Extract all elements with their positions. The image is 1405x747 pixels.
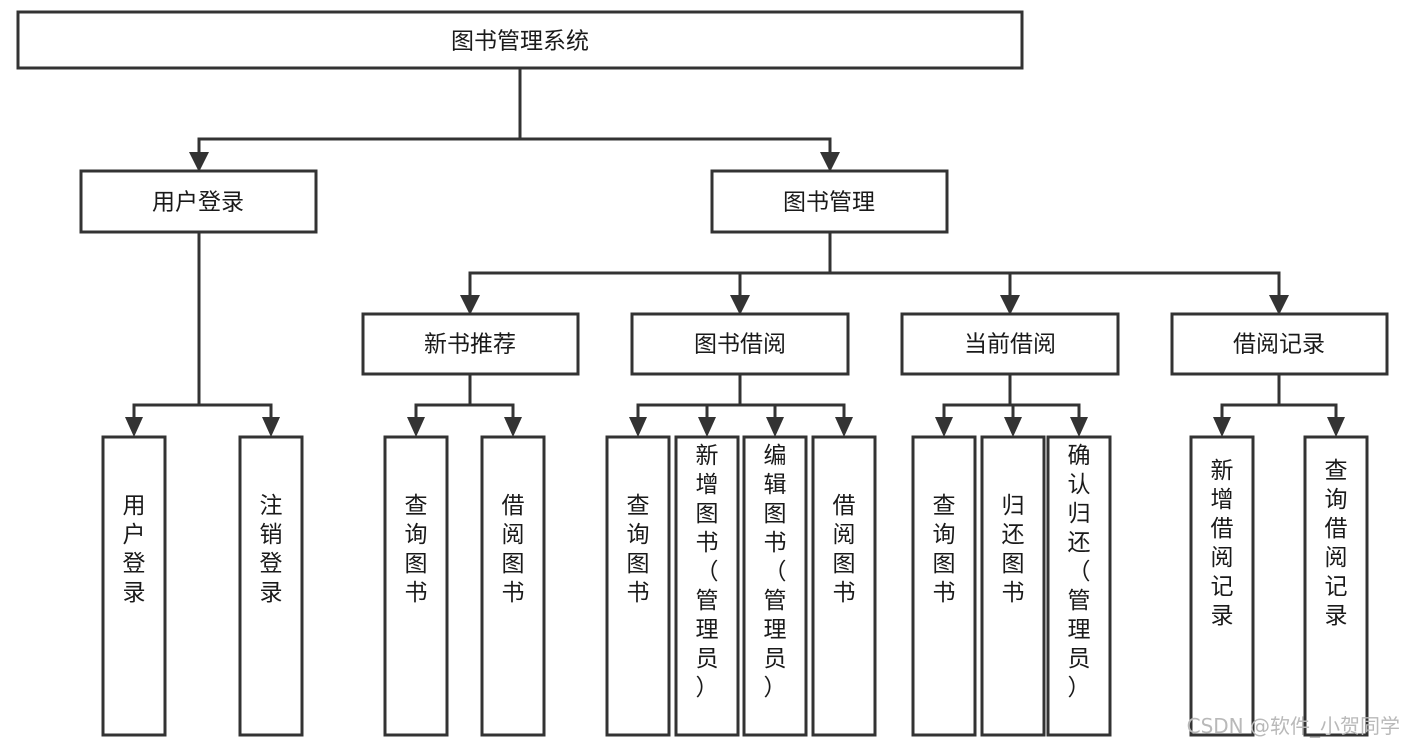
node-book-manage-label: 图书管理: [783, 190, 875, 216]
node-borrow-record[interactable]: 借阅记录: [1170, 312, 1389, 376]
node-root[interactable]: 图书管理系统: [16, 10, 1024, 70]
node-leaf-borrow-book-1[interactable]: 借阅图书: [480, 435, 546, 737]
node-leaf-query-book-1[interactable]: 查询图书: [383, 435, 449, 737]
arrow-to-borrow-record-icon: [1269, 295, 1289, 315]
node-leaf-user-login[interactable]: 用户登录: [101, 435, 167, 737]
node-leaf-confirm-return[interactable]: 确认归还（管理员）: [1046, 435, 1112, 737]
node-leaf-borrow-book-2[interactable]: 借阅图书: [811, 435, 877, 737]
node-leaf-borrow-book-2-box[interactable]: [811, 435, 877, 737]
arrow-leaf-borrow-book-2-icon: [835, 417, 853, 437]
node-leaf-query-book-1-label: 查询图书: [405, 493, 428, 606]
arrow-leaf-return-book-icon: [1004, 417, 1022, 437]
node-new-book-rec[interactable]: 新书推荐: [361, 312, 580, 376]
node-book-manage-box[interactable]: [710, 169, 949, 234]
node-user-login-label: 用户登录: [152, 190, 244, 216]
arrow-leaf-user-login-icon: [125, 417, 143, 437]
node-leaf-query-book-2-label: 查询图书: [627, 493, 650, 606]
arrow-leaf-query-book-3-icon: [935, 417, 953, 437]
node-user-login[interactable]: 用户登录: [79, 169, 318, 234]
node-borrow-record-label: 借阅记录: [1233, 332, 1325, 358]
node-leaf-query-book-2-box[interactable]: [605, 435, 671, 737]
node-leaf-logout-label: 注销登录: [260, 493, 283, 606]
node-leaf-edit-book-label: 编辑图书（管理员）: [764, 443, 787, 701]
node-leaf-borrow-book-1-box[interactable]: [480, 435, 546, 737]
node-leaf-query-record[interactable]: 查询借阅记录: [1303, 435, 1369, 737]
node-borrow-record-box[interactable]: [1170, 312, 1389, 376]
arrow-to-book-borrow-icon: [730, 295, 750, 315]
node-leaf-query-record-label: 查询借阅记录: [1325, 458, 1348, 629]
arrow-leaf-borrow-book-1-icon: [504, 417, 522, 437]
arrow-to-user-login-icon: [189, 152, 209, 172]
node-leaf-query-book-2[interactable]: 查询图书: [605, 435, 671, 737]
node-leaf-user-login-label: 用户登录: [123, 493, 146, 606]
arrow-to-current-borrow-icon: [1000, 295, 1020, 315]
node-leaf-query-book-3-label: 查询图书: [933, 493, 956, 606]
arrow-leaf-add-book-icon: [698, 417, 716, 437]
arrow-leaf-edit-book-icon: [766, 417, 784, 437]
arrow-leaf-query-book-2-icon: [629, 417, 647, 437]
node-current-borrow-label: 当前借阅: [964, 332, 1056, 358]
node-book-borrow[interactable]: 图书借阅: [630, 312, 850, 376]
node-leaf-query-record-box[interactable]: [1303, 435, 1369, 737]
node-leaf-borrow-book-1-label: 借阅图书: [502, 493, 525, 606]
node-leaf-add-record-box[interactable]: [1189, 435, 1255, 737]
arrow-to-book-manage-icon: [820, 152, 840, 172]
node-leaf-return-book-label: 归还图书: [1002, 493, 1025, 606]
watermark-label: CSDN @软件_小贺同学: [1187, 714, 1400, 738]
node-leaf-add-book[interactable]: 新增图书（管理员）: [674, 435, 740, 737]
arrow-leaf-logout-icon: [262, 417, 280, 437]
node-leaf-add-record-label: 新增借阅记录: [1211, 458, 1234, 629]
node-new-book-rec-label: 新书推荐: [424, 332, 516, 358]
node-leaf-return-book-box[interactable]: [980, 435, 1046, 737]
node-leaf-query-book-3-box[interactable]: [911, 435, 977, 737]
node-book-borrow-box[interactable]: [630, 312, 850, 376]
node-leaf-return-book[interactable]: 归还图书: [980, 435, 1046, 737]
node-leaf-add-record[interactable]: 新增借阅记录: [1189, 435, 1255, 737]
node-leaf-edit-book[interactable]: 编辑图书（管理员）: [742, 435, 808, 737]
node-current-borrow[interactable]: 当前借阅: [900, 312, 1120, 376]
node-book-borrow-label: 图书借阅: [694, 332, 786, 358]
node-root-box[interactable]: [16, 10, 1024, 70]
node-leaf-add-book-label: 新增图书（管理员）: [696, 443, 719, 701]
node-leaf-edit-book-box[interactable]: [742, 435, 808, 737]
node-current-borrow-box[interactable]: [900, 312, 1120, 376]
node-user-login-box[interactable]: [79, 169, 318, 234]
node-book-manage[interactable]: 图书管理: [710, 169, 949, 234]
node-new-book-rec-box[interactable]: [361, 312, 580, 376]
node-leaf-logout-box[interactable]: [238, 435, 304, 737]
node-leaf-borrow-book-2-label: 借阅图书: [833, 493, 856, 606]
node-leaf-query-book-3[interactable]: 查询图书: [911, 435, 977, 737]
node-leaf-confirm-return-label: 确认归还（管理员）: [1068, 443, 1091, 701]
arrow-leaf-confirm-return-icon: [1070, 417, 1088, 437]
arrow-to-new-book-rec-icon: [460, 295, 480, 315]
arrow-leaf-query-record-icon: [1327, 417, 1345, 437]
node-leaf-query-book-1-box[interactable]: [383, 435, 449, 737]
node-leaf-logout[interactable]: 注销登录: [238, 435, 304, 737]
edge-group: [125, 66, 1345, 437]
arrow-leaf-query-book-1-icon: [407, 417, 425, 437]
node-root-label: 图书管理系统: [451, 29, 589, 55]
arrow-leaf-add-record-icon: [1213, 417, 1231, 437]
node-leaf-confirm-return-box[interactable]: [1046, 435, 1112, 737]
node-leaf-add-book-box[interactable]: [674, 435, 740, 737]
node-leaf-user-login-box[interactable]: [101, 435, 167, 737]
